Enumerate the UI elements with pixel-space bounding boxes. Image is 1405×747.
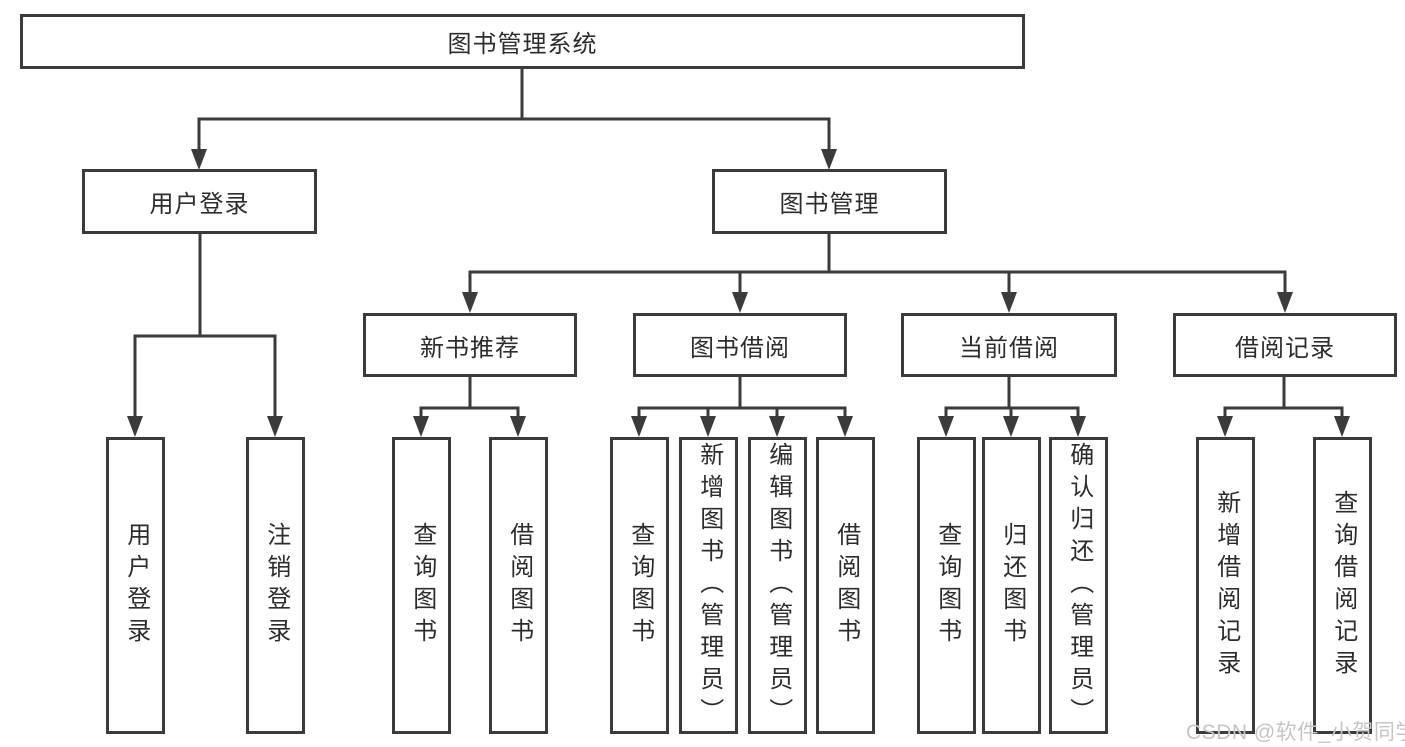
node-new-book-recommendation: 新书推荐: [363, 313, 577, 377]
node-user-login: 用户登录: [82, 169, 317, 234]
leaf-logout: 注销登录: [246, 437, 305, 734]
watermark: CSDN @软件_小贺同学: [1186, 721, 1405, 744]
node-book-management: 图书管理: [712, 169, 947, 234]
leaf-user-login: 用户登录: [106, 437, 165, 734]
node-current-borrowing: 当前借阅: [901, 313, 1117, 377]
arrowheads: [127, 149, 1350, 437]
leaf-confirm-return-admin: 确认归还（管理员）: [1049, 437, 1108, 734]
leaf-add-borrow-record: 新增借阅记录: [1196, 437, 1255, 734]
leaf-return-books: 归还图书: [982, 437, 1041, 734]
leaf-borrow-books: 借阅图书: [816, 437, 875, 734]
leaf-add-books-admin: 新增图书（管理员）: [679, 437, 738, 734]
node-borrowing-records: 借阅记录: [1173, 313, 1397, 377]
node-book-borrowing: 图书借阅: [633, 313, 847, 377]
leaf-query-books-current: 查询图书: [917, 437, 976, 734]
node-root: 图书管理系统: [20, 14, 1025, 69]
leaf-query-books-borrow: 查询图书: [610, 437, 669, 734]
leaf-borrow-books-recommend: 借阅图书: [489, 437, 548, 734]
leaf-edit-books-admin: 编辑图书（管理员）: [748, 437, 807, 734]
leaf-query-books-recommend: 查询图书: [392, 437, 451, 734]
leaf-query-borrow-record: 查询借阅记录: [1313, 437, 1372, 734]
